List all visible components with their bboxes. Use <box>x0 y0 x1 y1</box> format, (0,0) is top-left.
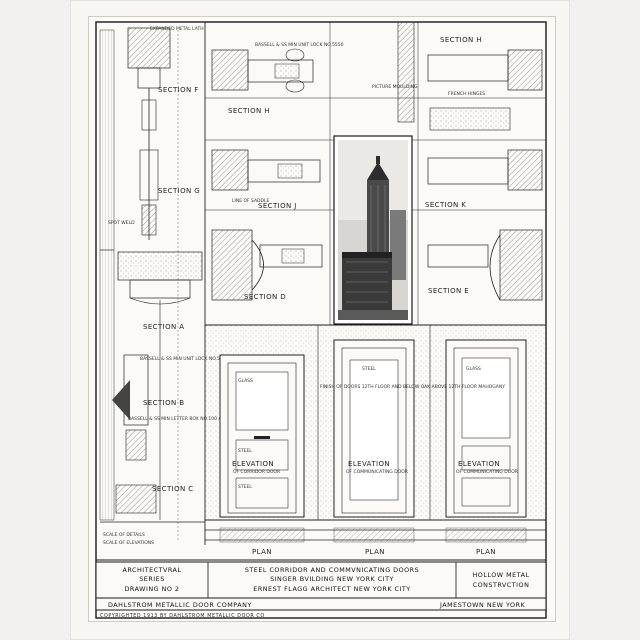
door-2-steel: STEEL <box>362 366 376 372</box>
note-finish-of-doors: FINISH OF DOORS 12TH FLOOR AND BELOW OAK… <box>320 384 505 390</box>
plan-label-3: PLAN <box>476 548 496 556</box>
singer-building-photo <box>333 135 413 325</box>
section-j-label: SECTION J <box>258 202 297 210</box>
title-block <box>95 561 547 611</box>
section-e-label: SECTION E <box>428 287 469 295</box>
section-a-label: SECTION A <box>143 323 184 331</box>
note-hinges-b: BASSELL & SS MIN LETTER BOX NO.100 AND P… <box>128 416 280 422</box>
section-b-label: SECTION B <box>143 399 184 407</box>
plan-strip <box>96 527 546 561</box>
title-right-line-2: CONSTRVCTION <box>473 581 530 589</box>
door-3-elevation-label: ELEVATION <box>458 460 500 468</box>
note-picture-moulding: PICTURE MOULDING <box>372 84 418 90</box>
section-g-label: SECTION G <box>158 187 200 195</box>
door-1-steel-lower: STEEL <box>238 484 252 490</box>
title-center-line-1: STEEL CORRIDOR AND COMMVNICATING DOORS <box>245 566 419 574</box>
section-d-label: SECTION D <box>244 293 286 301</box>
plan-label-1: PLAN <box>252 548 272 556</box>
note-expanded-metal-lath: EXPANDED METAL LATH <box>150 26 204 32</box>
note-scale-elevations: SCALE OF ELEVATIONS <box>103 540 154 546</box>
section-k-label: SECTION K <box>425 201 466 209</box>
title-left-line-1: ARCHITECTVRAL <box>123 566 182 574</box>
door-3-elevation-sub: OF COMMUNICATING DOOR <box>456 469 518 475</box>
drawing-border <box>95 21 547 619</box>
note-line-of-saddle: LINE OF SADDLE <box>232 198 269 204</box>
note-scale-details: SCALE OF DETAILS <box>103 532 145 538</box>
note-lock-top: BASSELL & SS MIN UNIT LOCK NO.5550 <box>255 42 344 48</box>
section-h-right-label: SECTION H <box>440 36 482 44</box>
section-f-label: SECTION F <box>158 86 199 94</box>
note-lock-a: BASSELL & SS MIN UNIT LOCK NO.5550 <box>140 356 229 362</box>
door-elevations <box>205 325 546 521</box>
note-spot-weld: SPOT WELD <box>108 220 135 226</box>
plan-label-2: PLAN <box>365 548 385 556</box>
title-right-line-1: HOLLOW METAL <box>473 571 530 579</box>
title-center-line-3: ERNEST FLAGG ARCHITECT NEW YORK CITY <box>253 585 410 593</box>
door-1-elevation-label: ELEVATION <box>232 460 274 468</box>
door-2-elevation-sub: OF COMMUNICATING DOOR <box>346 469 408 475</box>
left-column-sections <box>99 22 206 545</box>
door-2-elevation-label: ELEVATION <box>348 460 390 468</box>
note-french-hinges: FRENCH HINGES <box>448 91 485 97</box>
company-name: DAHLSTROM METALLIC DOOR COMPANY <box>108 601 252 609</box>
door-1-steel-upper: STEEL <box>238 448 252 454</box>
door-1-glass: GLASS <box>238 378 253 384</box>
title-left-line-2: SERIES <box>139 575 165 583</box>
title-left-line-3: DRAWING NO 2 <box>125 585 180 593</box>
section-c-label: SECTION C <box>152 485 194 493</box>
company-location: JAMESTOWN NEW YORK <box>439 601 526 609</box>
title-center-line-2: SINGER BVILDING NEW YORK CITY <box>270 575 394 583</box>
door-1-elevation-sub: OF CORRIDOR DOOR <box>233 469 280 475</box>
copyright-line: COPYRIGHTED 1913 BY DAHLSTROM METALLIC D… <box>100 613 265 619</box>
section-h-left-label: SECTION H <box>228 107 270 115</box>
door-3-glass: GLASS <box>466 366 481 372</box>
